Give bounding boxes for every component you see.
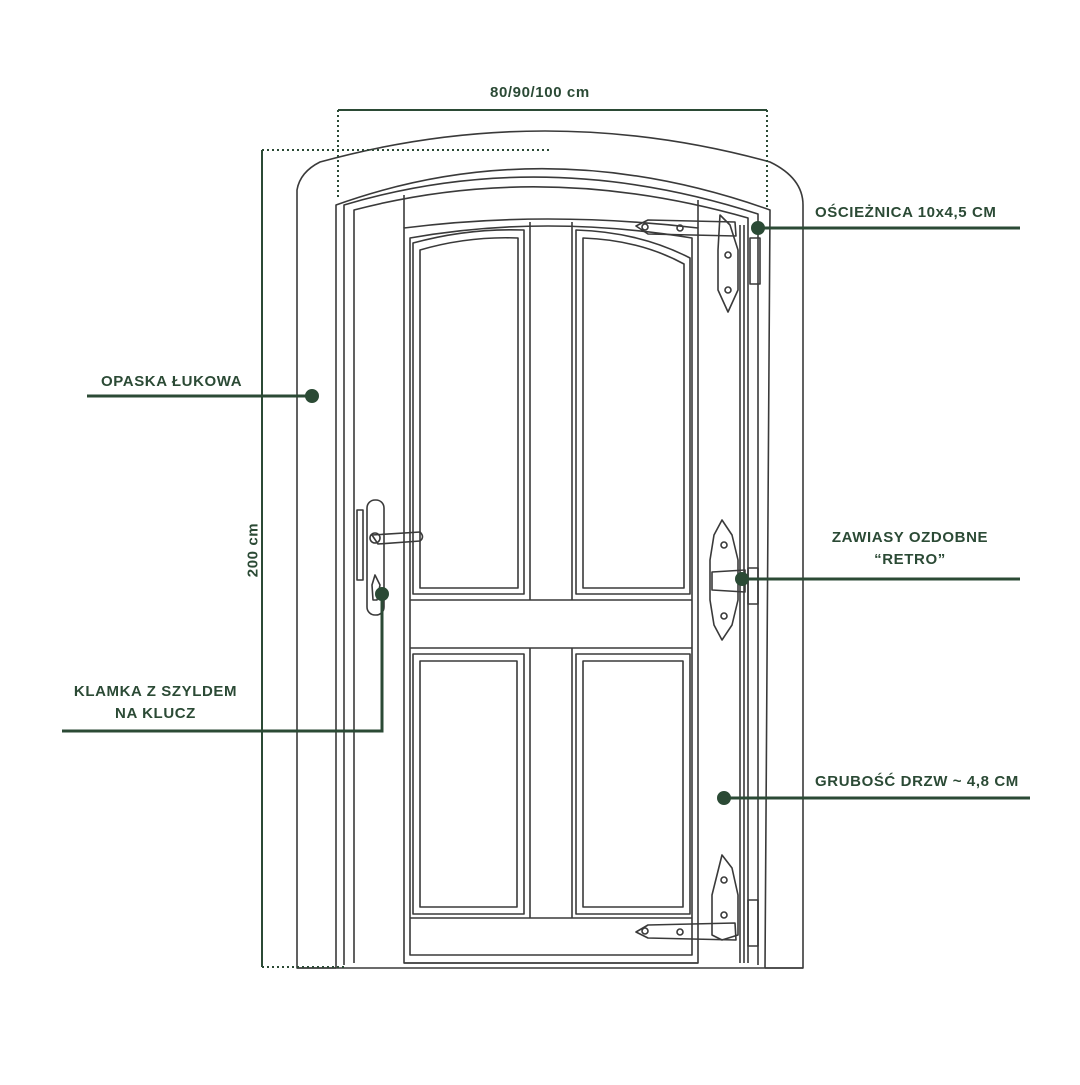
panel-bottom-left [412,653,525,915]
handle-plate [366,499,385,616]
callout-hinges-line2: “RETRO” [874,551,946,568]
callout-hinges: ZAWIASY OZDOBNE “RETRO” [820,527,1000,571]
callout-thickness: GRUBOŚĆ DRZW ~ 4,8 CM [815,773,1019,790]
height-label: 200 cm [244,522,262,578]
panel-top-right [575,229,691,595]
door-frame [343,176,759,965]
width-label: 80/90/100 cm [490,84,590,101]
callout-frame: OŚCIEŻNICA 10x4,5 CM [815,204,997,221]
callout-handle-line2: NA KLUCZ [115,705,196,722]
hinge-bottom [635,854,759,947]
callout-handle-line1: KLAMKA Z SZYLDEM [73,683,238,700]
callout-hinges-line1: ZAWIASY OZDOBNE [831,529,989,546]
hinge-middle [709,519,759,641]
panel-top-left [412,228,525,595]
handle-lever [371,531,424,545]
architrave-inner [335,167,771,969]
door-leaf [403,218,699,964]
leader-handle [62,594,384,733]
callout-architrave: OPASKA ŁUKOWA [101,373,243,390]
hinge-top [635,214,761,313]
architrave-outer [296,130,804,969]
panel-bottom-right [575,653,691,915]
callout-handle: KLAMKA Z SZYLDEM NA KLUCZ [58,681,253,725]
